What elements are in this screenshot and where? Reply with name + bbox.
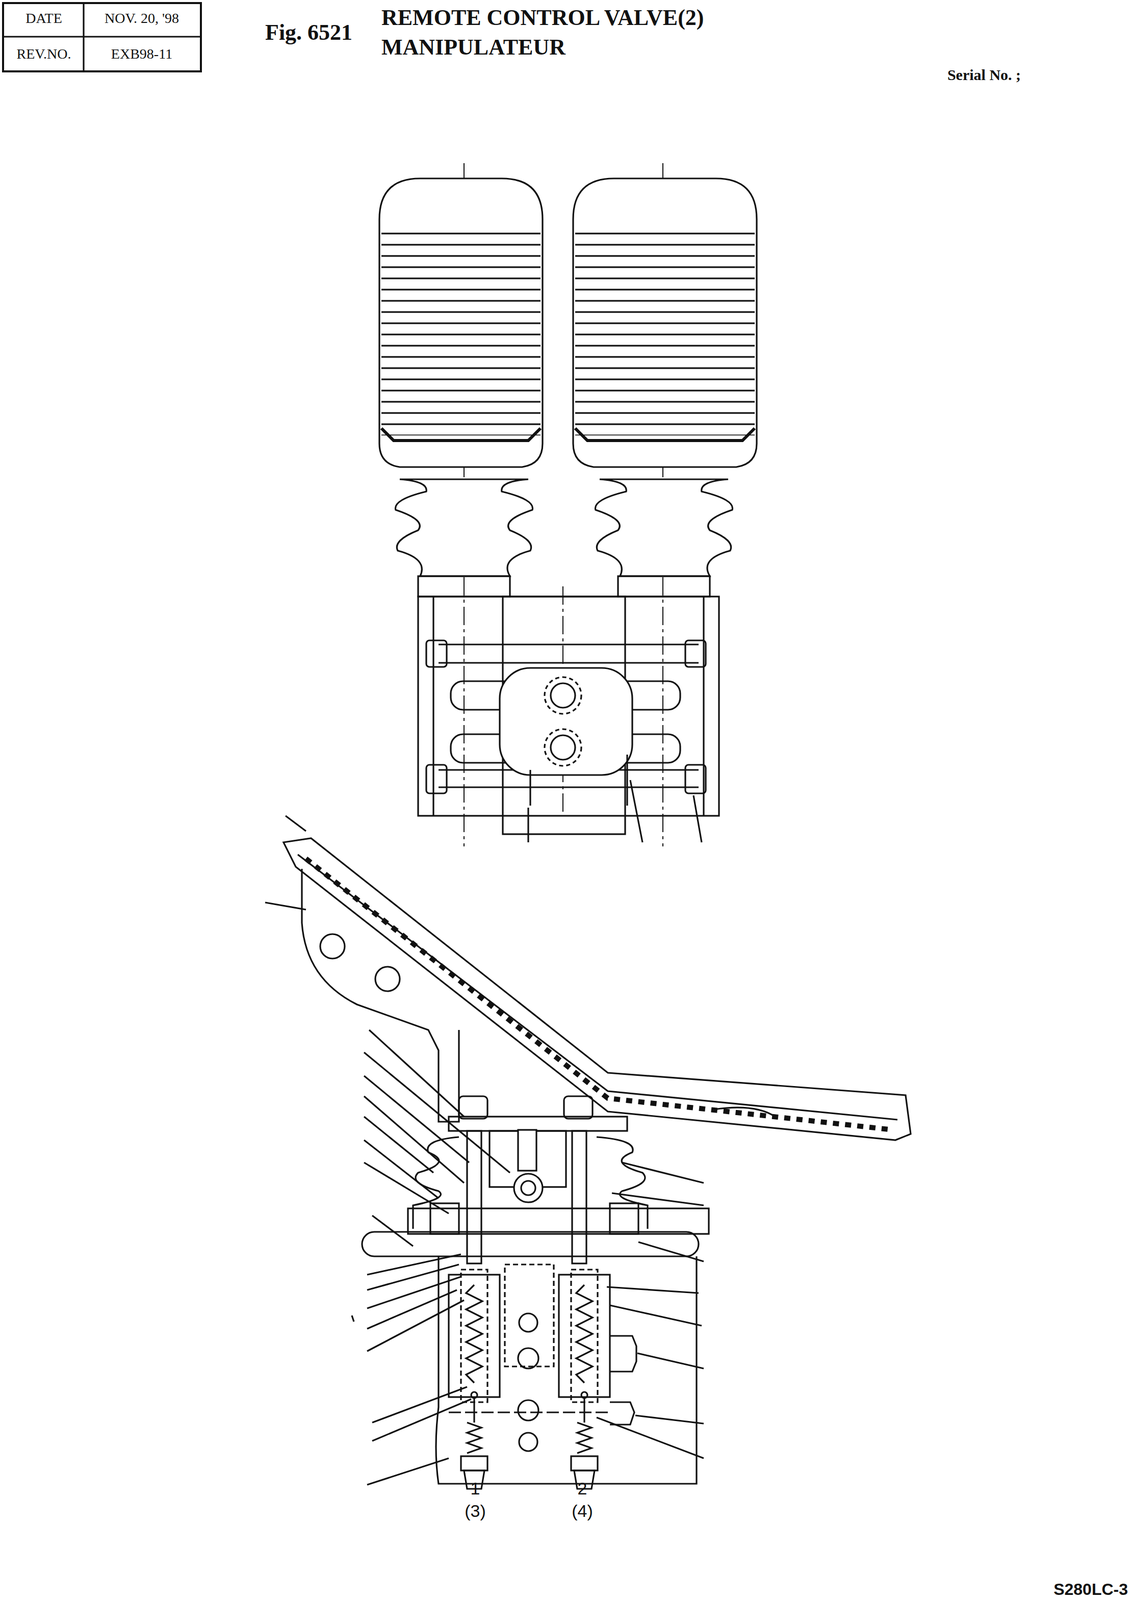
- port-number: 1: [470, 1479, 481, 1499]
- table-cell: DATE: [25, 10, 63, 27]
- port-number: (3): [464, 1501, 486, 1521]
- figure-title: REMOTE CONTROL VALVE(2) MANIPULATEUR: [381, 3, 800, 63]
- table-cell: EXB98-11: [111, 46, 173, 63]
- port-number: (4): [571, 1501, 594, 1521]
- table-cell: NOV. 20, '98: [104, 10, 179, 27]
- figure-number: Fig. 6521: [265, 20, 353, 45]
- line-work: [3, 3, 911, 1489]
- port-number: 2: [577, 1479, 588, 1499]
- table-cell: REV.NO.: [16, 46, 72, 63]
- serial-note: Serial No. ;: [947, 66, 1021, 84]
- model-code: S280LC-3: [1053, 1580, 1128, 1599]
